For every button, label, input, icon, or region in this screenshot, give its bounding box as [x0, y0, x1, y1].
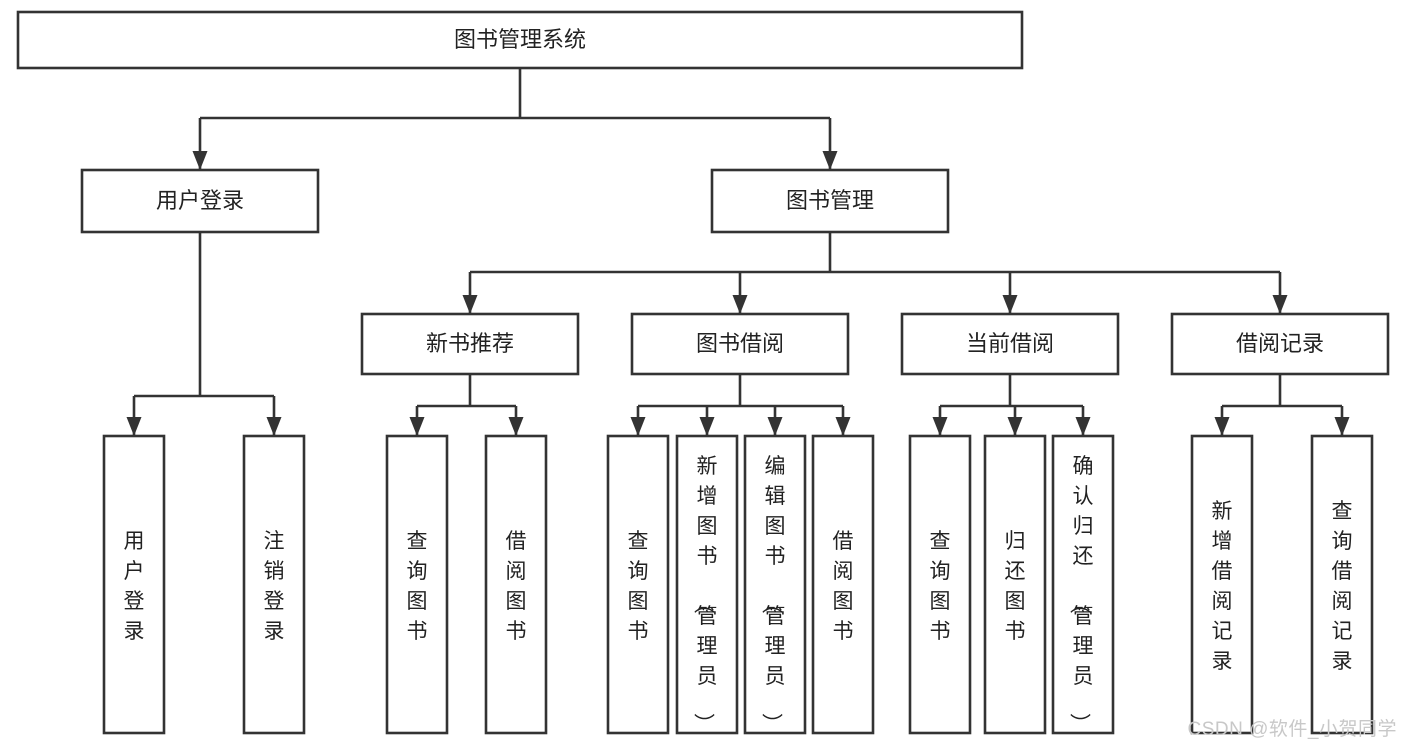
leaf-node-leaf-borrow-book-rec-label: 借阅图书: [506, 530, 527, 643]
leaf-node-leaf-query-book-bor[interactable]: 查询图书: [606, 434, 670, 735]
leaf-node-leaf-logout[interactable]: 注销登录: [242, 434, 306, 735]
arrow-head-icon: [932, 417, 948, 436]
level3-node-book-borrow-label: 图书借阅: [696, 331, 784, 356]
arrow-head-icon: [835, 417, 851, 436]
root-node-system-rect: [16, 10, 1024, 70]
level3-node-book-borrow[interactable]: 图书借阅: [630, 312, 850, 376]
level3-node-borrow-record-rect: [1170, 312, 1390, 376]
leaf-node-leaf-query-record[interactable]: 查询借阅记录: [1310, 434, 1374, 735]
leaf-node-leaf-borrow-book-bor-rect: [811, 434, 875, 735]
arrow-head-icon: [1075, 417, 1091, 436]
arrow-head-icon: [1007, 417, 1023, 436]
leaf-node-leaf-borrow-book-rec-rect: [484, 434, 548, 735]
arrow-head-icon: [1272, 295, 1288, 314]
arrow-head-icon: [630, 417, 646, 436]
node-boxes: 图书管理系统用户登录图书管理新书推荐图书借阅当前借阅借阅记录用户登录注销登录查询…: [16, 10, 1390, 735]
leaf-node-leaf-query-book-rec-rect: [385, 434, 449, 735]
arrow-head-icon: [126, 417, 142, 436]
leaf-node-leaf-add-record-label: 新增借阅记录: [1212, 500, 1233, 673]
level3-node-current-borrow-rect: [900, 312, 1120, 376]
level3-node-borrow-record-label: 借阅记录: [1236, 331, 1324, 356]
level3-node-borrow-record[interactable]: 借阅记录: [1170, 312, 1390, 376]
arrow-head-icon: [409, 417, 425, 436]
level3-node-book-borrow-rect: [630, 312, 850, 376]
leaf-node-leaf-return-book-rect: [983, 434, 1047, 735]
arrow-head-icon: [462, 295, 478, 314]
level2-node-user-login-label: 用户登录: [156, 188, 244, 213]
level3-node-new-book-rec-label: 新书推荐: [426, 331, 514, 356]
arrow-head-icon: [699, 417, 715, 436]
level2-node-user-login[interactable]: 用户登录: [80, 168, 320, 234]
leaf-node-leaf-borrow-book-rec[interactable]: 借阅图书: [484, 434, 548, 735]
leaf-node-leaf-borrow-book-bor[interactable]: 借阅图书: [811, 434, 875, 735]
leaf-node-leaf-query-book-cur-label: 查询图书: [930, 530, 951, 643]
leaf-node-leaf-query-book-cur-rect: [908, 434, 972, 735]
leaf-node-leaf-query-book-cur[interactable]: 查询图书: [908, 434, 972, 735]
root-node-system-label: 图书管理系统: [454, 27, 586, 52]
leaf-node-leaf-add-record-rect: [1190, 434, 1254, 735]
leaf-node-leaf-query-book-bor-label: 查询图书: [628, 530, 649, 643]
arrow-head-icon: [266, 417, 282, 436]
leaf-node-leaf-add-book-rect: [675, 434, 739, 735]
arrow-head-icon: [1214, 417, 1230, 436]
leaf-node-leaf-logout-label: 注销登录: [264, 530, 285, 643]
level2-node-book-manage[interactable]: 图书管理: [710, 168, 950, 234]
arrow-head-icon: [1334, 417, 1350, 436]
leaf-node-leaf-return-book[interactable]: 归还图书: [983, 434, 1047, 735]
leaf-node-leaf-add-record[interactable]: 新增借阅记录: [1190, 434, 1254, 735]
arrow-head-icon: [732, 295, 748, 314]
level3-node-new-book-rec[interactable]: 新书推荐: [360, 312, 580, 376]
level3-node-current-borrow-label: 当前借阅: [966, 331, 1054, 356]
arrow-head-icon: [508, 417, 524, 436]
leaf-node-leaf-query-record-label: 查询借阅记录: [1332, 500, 1353, 673]
leaf-node-leaf-edit-book-rect: [743, 434, 807, 735]
leaf-node-leaf-confirm-return[interactable]: 确认归还（管理员）: [1051, 434, 1115, 735]
arrow-head-icon: [192, 151, 208, 170]
leaf-node-leaf-return-book-label: 归还图书: [1005, 530, 1026, 643]
level3-node-current-borrow[interactable]: 当前借阅: [900, 312, 1120, 376]
arrow-head-icon: [822, 151, 838, 170]
level2-node-user-login-rect: [80, 168, 320, 234]
root-node-system[interactable]: 图书管理系统: [16, 10, 1024, 70]
leaf-node-leaf-confirm-return-label: 确认归还（管理员）: [1068, 455, 1094, 734]
level3-node-new-book-rec-rect: [360, 312, 580, 376]
leaf-node-leaf-query-book-rec[interactable]: 查询图书: [385, 434, 449, 735]
leaf-node-leaf-query-book-rec-label: 查询图书: [407, 530, 428, 643]
leaf-node-leaf-query-book-bor-rect: [606, 434, 670, 735]
leaf-node-leaf-user-login-label: 用户登录: [124, 530, 145, 643]
level2-node-book-manage-label: 图书管理: [786, 188, 874, 213]
arrow-head-icon: [767, 417, 783, 436]
leaf-node-leaf-confirm-return-rect: [1051, 434, 1115, 735]
leaf-node-leaf-borrow-book-bor-label: 借阅图书: [833, 530, 854, 643]
leaf-node-leaf-query-record-rect: [1310, 434, 1374, 735]
leaf-node-leaf-add-book[interactable]: 新增图书（管理员）: [675, 434, 739, 735]
arrow-head-icon: [1002, 295, 1018, 314]
connector-lines: [126, 68, 1350, 436]
leaf-node-leaf-edit-book-label: 编辑图书（管理员）: [760, 455, 786, 734]
level2-node-book-manage-rect: [710, 168, 950, 234]
leaf-node-leaf-edit-book[interactable]: 编辑图书（管理员）: [743, 434, 807, 735]
leaf-node-leaf-user-login[interactable]: 用户登录: [102, 434, 166, 735]
leaf-node-leaf-logout-rect: [242, 434, 306, 735]
leaf-node-leaf-user-login-rect: [102, 434, 166, 735]
leaf-node-leaf-add-book-label: 新增图书（管理员）: [692, 455, 718, 734]
